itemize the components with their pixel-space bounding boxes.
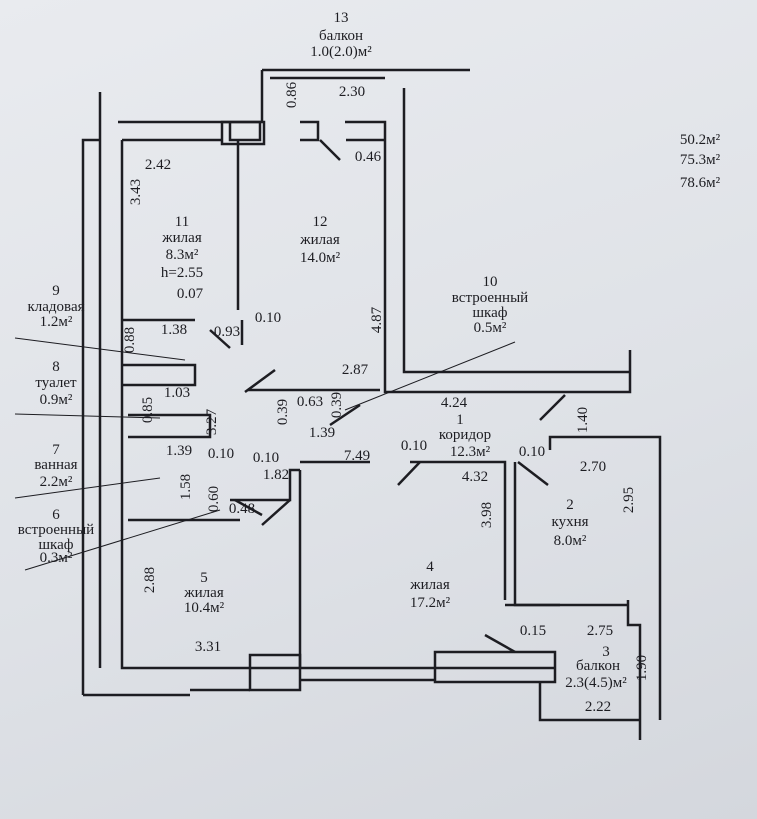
dimension-label: 3.98 bbox=[479, 501, 495, 529]
total-area-with-balcony: 78.6м² bbox=[679, 175, 721, 191]
dimension-label: 2.87 bbox=[341, 362, 369, 378]
room-2-name: кухня bbox=[551, 514, 589, 530]
room-8-area: 0.9м² bbox=[39, 392, 73, 408]
room-9-area: 1.2м² bbox=[39, 314, 73, 330]
dimension-label: 0.10 bbox=[254, 310, 282, 326]
room-11-area: 8.3м² bbox=[165, 247, 199, 263]
dimension-label: 0.85 bbox=[140, 396, 156, 424]
dimension-label: 0.39 bbox=[329, 391, 345, 419]
dimension-label: 2.30 bbox=[338, 84, 366, 100]
room-13-name: балкон bbox=[319, 28, 363, 44]
living-area-total: 50.2м² bbox=[679, 132, 721, 148]
dimension-label: 4.24 bbox=[440, 395, 468, 411]
dimension-label: 0.10 bbox=[518, 444, 546, 460]
room-2-area: 8.0м² bbox=[553, 533, 587, 549]
room-2-number: 2 bbox=[566, 497, 574, 513]
dimension-label: 0.10 bbox=[207, 446, 235, 462]
room-1-name: коридор bbox=[438, 427, 492, 443]
dimension-label: 1.58 bbox=[178, 473, 194, 501]
room-12-number: 12 bbox=[312, 214, 328, 230]
dimension-label: 0.86 bbox=[284, 81, 300, 109]
dimension-label: 1.38 bbox=[160, 322, 188, 338]
dimension-label: 1.39 bbox=[165, 443, 193, 459]
dimension-label: 2.88 bbox=[142, 566, 158, 594]
dimension-label: 0.07 bbox=[176, 286, 204, 302]
dimension-label: 0.15 bbox=[519, 623, 547, 639]
dimension-label: 2.70 bbox=[579, 459, 607, 475]
room-8-number: 8 bbox=[52, 359, 60, 375]
dimension-label: 0.63 bbox=[296, 394, 324, 410]
dimension-label: 4.32 bbox=[461, 469, 489, 485]
room-13-area: 1.0(2.0)м² bbox=[310, 44, 372, 60]
room-3-area: 2.3(4.5)м² bbox=[565, 675, 627, 691]
room-7-number: 7 bbox=[52, 442, 60, 458]
room-10-number: 10 bbox=[482, 274, 498, 290]
room-7-area: 2.2м² bbox=[39, 474, 73, 490]
room-10-name: встроенный bbox=[451, 290, 529, 306]
total-area: 75.3м² bbox=[679, 152, 721, 168]
dimension-label: 2.22 bbox=[584, 699, 612, 715]
dimension-label: 0.46 bbox=[354, 149, 382, 165]
dimension-label: 0.10 bbox=[252, 450, 280, 466]
room-5-number: 5 bbox=[200, 570, 208, 586]
dimension-label: 7.49 bbox=[343, 448, 371, 464]
dimension-label: 1.40 bbox=[575, 406, 591, 434]
room-12-name: жилая bbox=[300, 232, 340, 248]
dimension-label: 0.93 bbox=[213, 324, 241, 340]
room-1-number: 1 bbox=[456, 412, 464, 428]
room-10-area: 0.5м² bbox=[473, 320, 507, 336]
dimension-label: 1.90 bbox=[634, 654, 650, 682]
dimension-label: 0.10 bbox=[400, 438, 428, 454]
room-3-number: 3 bbox=[602, 644, 610, 660]
dimension-label: 3.27 bbox=[204, 408, 220, 436]
room-6-area: 0.3м² bbox=[39, 550, 73, 566]
room-13-number: 13 bbox=[333, 10, 349, 26]
room-12-area: 14.0м² bbox=[299, 250, 341, 266]
room-6-name: встроенный bbox=[17, 522, 95, 538]
dimension-label: 1.03 bbox=[163, 385, 191, 401]
room-9-name: кладовая bbox=[27, 299, 85, 315]
dimension-label: 1.39 bbox=[308, 425, 336, 441]
room-9-number: 9 bbox=[52, 283, 60, 299]
dimension-label: 1.82 bbox=[262, 467, 290, 483]
room-7-name: ванная bbox=[34, 457, 78, 473]
room-4-number: 4 bbox=[426, 559, 434, 575]
room-6-name2: шкаф bbox=[38, 537, 74, 553]
room-11-number: 11 bbox=[174, 214, 190, 230]
room-8-name: туалет bbox=[35, 375, 77, 391]
dimension-label: 3.31 bbox=[194, 639, 222, 655]
room-10-name2: шкаф bbox=[472, 305, 508, 321]
dimension-label: 2.42 bbox=[144, 157, 172, 173]
dimension-label: 4.87 bbox=[369, 306, 385, 334]
dimension-label: 3.43 bbox=[128, 178, 144, 206]
dimension-label: 2.95 bbox=[621, 486, 637, 514]
room-1-area: 12.3м² bbox=[449, 444, 491, 460]
dimension-label: 0.48 bbox=[228, 501, 256, 517]
room-4-name: жилая bbox=[410, 577, 450, 593]
dimension-label: 2.75 bbox=[586, 623, 614, 639]
room-11-name: жилая bbox=[162, 230, 202, 246]
room-11-height: h=2.55 bbox=[160, 265, 204, 281]
dimension-label: 0.39 bbox=[275, 398, 291, 426]
room-4-area: 17.2м² bbox=[409, 595, 451, 611]
room-6-number: 6 bbox=[52, 507, 60, 523]
room-5-name: жилая bbox=[184, 585, 224, 601]
dimension-label: 0.60 bbox=[206, 485, 222, 513]
room-3-name: балкон bbox=[576, 658, 620, 674]
dimension-label: 0.88 bbox=[122, 326, 138, 354]
room-5-area: 10.4м² bbox=[183, 600, 225, 616]
